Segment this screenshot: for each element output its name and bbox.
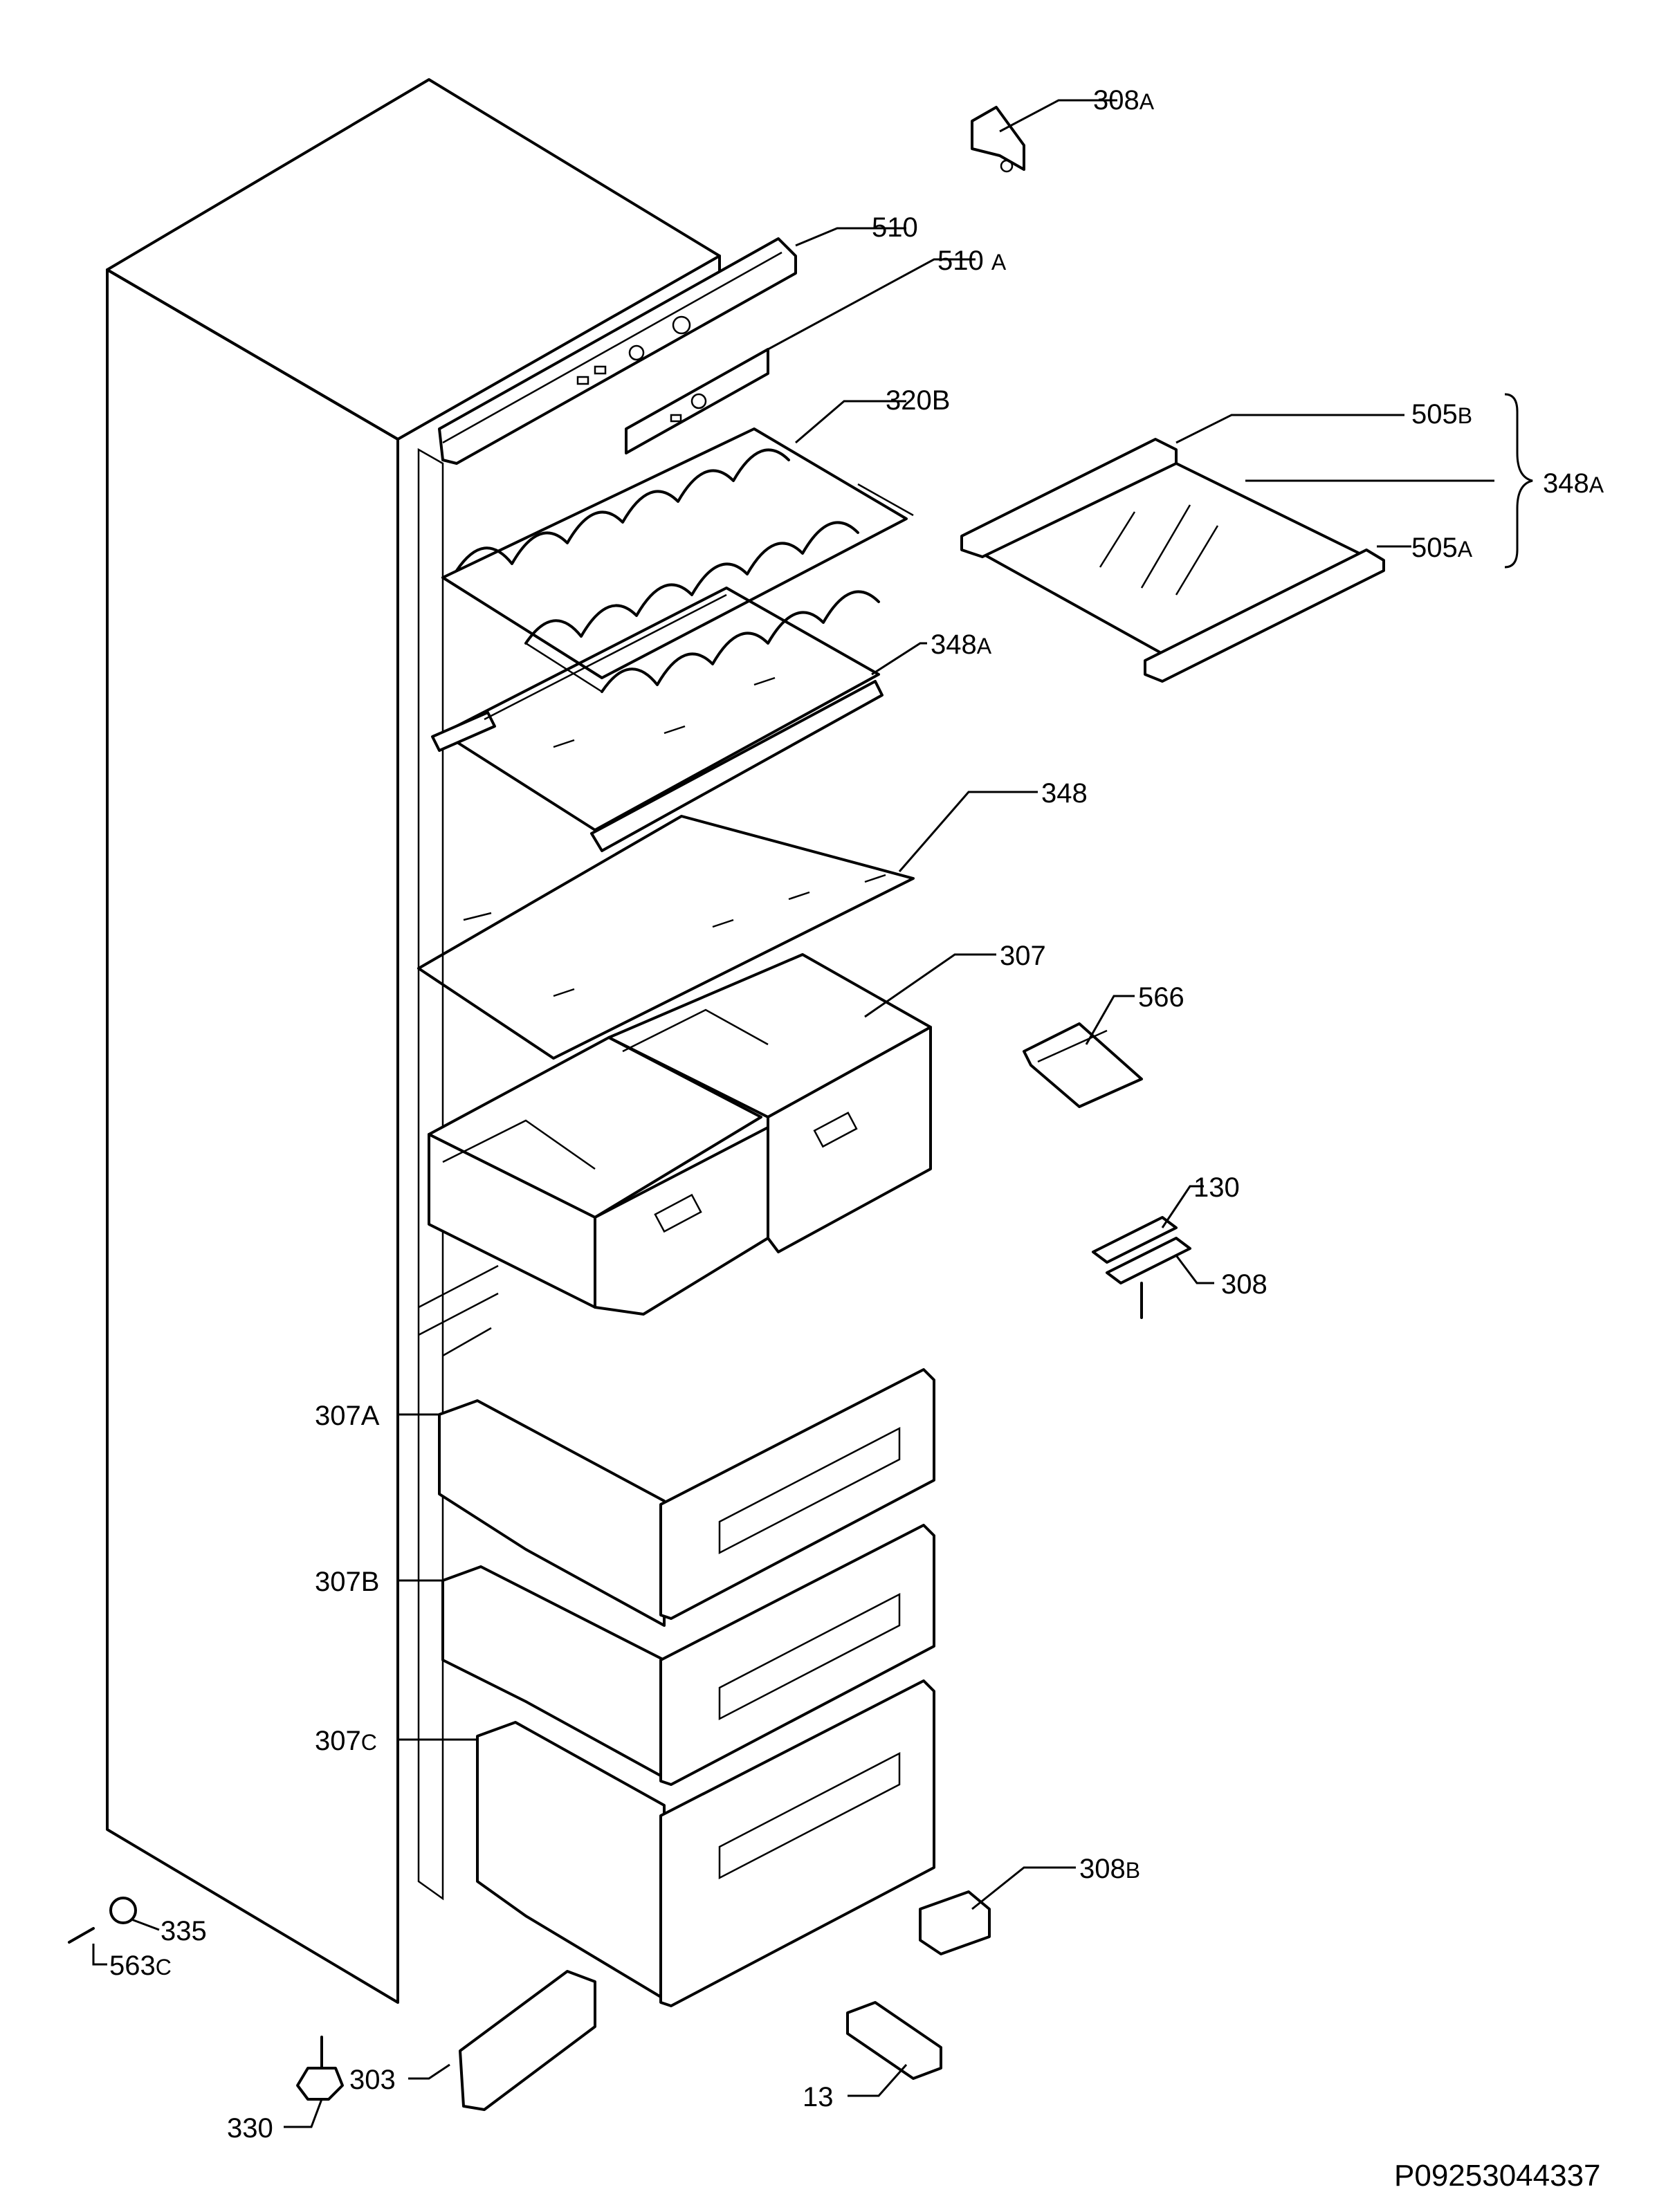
callout-330: 330 [227, 2113, 273, 2144]
callout-348A-group: 348A [1543, 468, 1604, 499]
control-panel-510 [438, 237, 797, 465]
callout-308A-hinge: 308A [1093, 85, 1155, 116]
hinge-308A [971, 106, 1025, 173]
cover-303 [459, 1970, 596, 2111]
callout-307C: 307C [315, 1726, 377, 1756]
callout-308B: 308B [1079, 1854, 1140, 1884]
cabinet [106, 78, 721, 2004]
callout-130: 130 [1193, 1172, 1240, 1203]
callout-307: 307 [1000, 941, 1046, 971]
pin-563C [68, 1927, 95, 1944]
glass-shelf-348A-exploded [960, 438, 1385, 683]
freezer-drawer-307B [441, 1524, 935, 1786]
drawing-code: P09253044337 [1394, 2159, 1601, 2193]
bracket-13 [846, 2001, 942, 2080]
leader-lines [92, 99, 1494, 2128]
glass-shelf-348 [417, 815, 915, 1060]
callout-13: 13 [803, 2082, 834, 2112]
glass-shelf-348A [431, 587, 884, 852]
callout-510: 510 [872, 212, 918, 243]
callout-510A: 510 A [937, 246, 1007, 276]
panel-insert-510A [625, 348, 769, 454]
callout-348A: 348A [931, 629, 992, 660]
callout-563C: 563C [109, 1951, 172, 1981]
callout-505B: 505B [1411, 399, 1472, 430]
hinge-308B [919, 1890, 991, 1955]
foot-330 [296, 2036, 344, 2101]
hinge-308 [1106, 1237, 1191, 1319]
group-brace-348A [1504, 393, 1533, 569]
callout-348: 348 [1041, 778, 1088, 809]
callout-505A: 505A [1411, 533, 1473, 563]
callout-303: 303 [349, 2065, 396, 2095]
callout-labels: 308A 510 510 A 320B 505B 348A 505A 348A … [109, 85, 1604, 2144]
freezer-drawer-307A [438, 1368, 935, 1627]
callout-307B: 307B [315, 1567, 379, 1597]
door-stop-566 [1023, 1022, 1143, 1108]
callout-566: 566 [1138, 982, 1184, 1013]
callout-335: 335 [161, 1916, 207, 1946]
freezer-drawer-307C [476, 1679, 935, 2007]
hinge-plate-130 [1092, 1216, 1178, 1264]
crisper-drawers-307 [428, 953, 932, 1316]
bottle-rack-320B [441, 427, 914, 693]
spacer-335 [109, 1897, 137, 1924]
callout-308: 308 [1221, 1269, 1267, 1300]
callout-320B: 320B [886, 385, 950, 416]
callout-307A: 307A [315, 1401, 380, 1431]
